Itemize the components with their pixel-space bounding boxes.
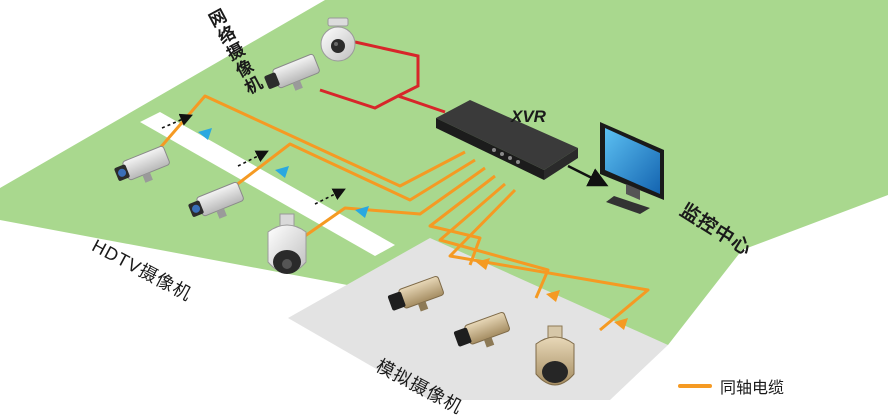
- hdtv-divider: [140, 112, 395, 256]
- video-output-arrow: [567, 164, 609, 187]
- box-camera-icon: [114, 145, 170, 183]
- dome-camera-icon: [320, 17, 356, 62]
- speed-dome-icon: [535, 325, 575, 386]
- box-camera-icon: [453, 311, 510, 348]
- legend: 同轴电缆: [678, 374, 784, 398]
- box-camera-icon: [387, 275, 444, 312]
- signal-arrows: [198, 128, 628, 330]
- green-zone: [0, 0, 888, 345]
- monitor-icon: [600, 122, 664, 214]
- coax-legend-swatch: [678, 384, 712, 388]
- box-camera-icon: [264, 53, 320, 91]
- speed-dome-icon: [267, 213, 307, 274]
- surveillance-diagram: [0, 0, 888, 400]
- xvr-recorder-icon: [436, 100, 578, 180]
- coax-legend-label: 同轴电缆: [720, 380, 785, 397]
- dashed-arrows: [161, 113, 346, 205]
- xvr-label: XVR: [511, 107, 546, 126]
- box-camera-icon: [188, 181, 244, 219]
- network-cables: [319, 40, 446, 114]
